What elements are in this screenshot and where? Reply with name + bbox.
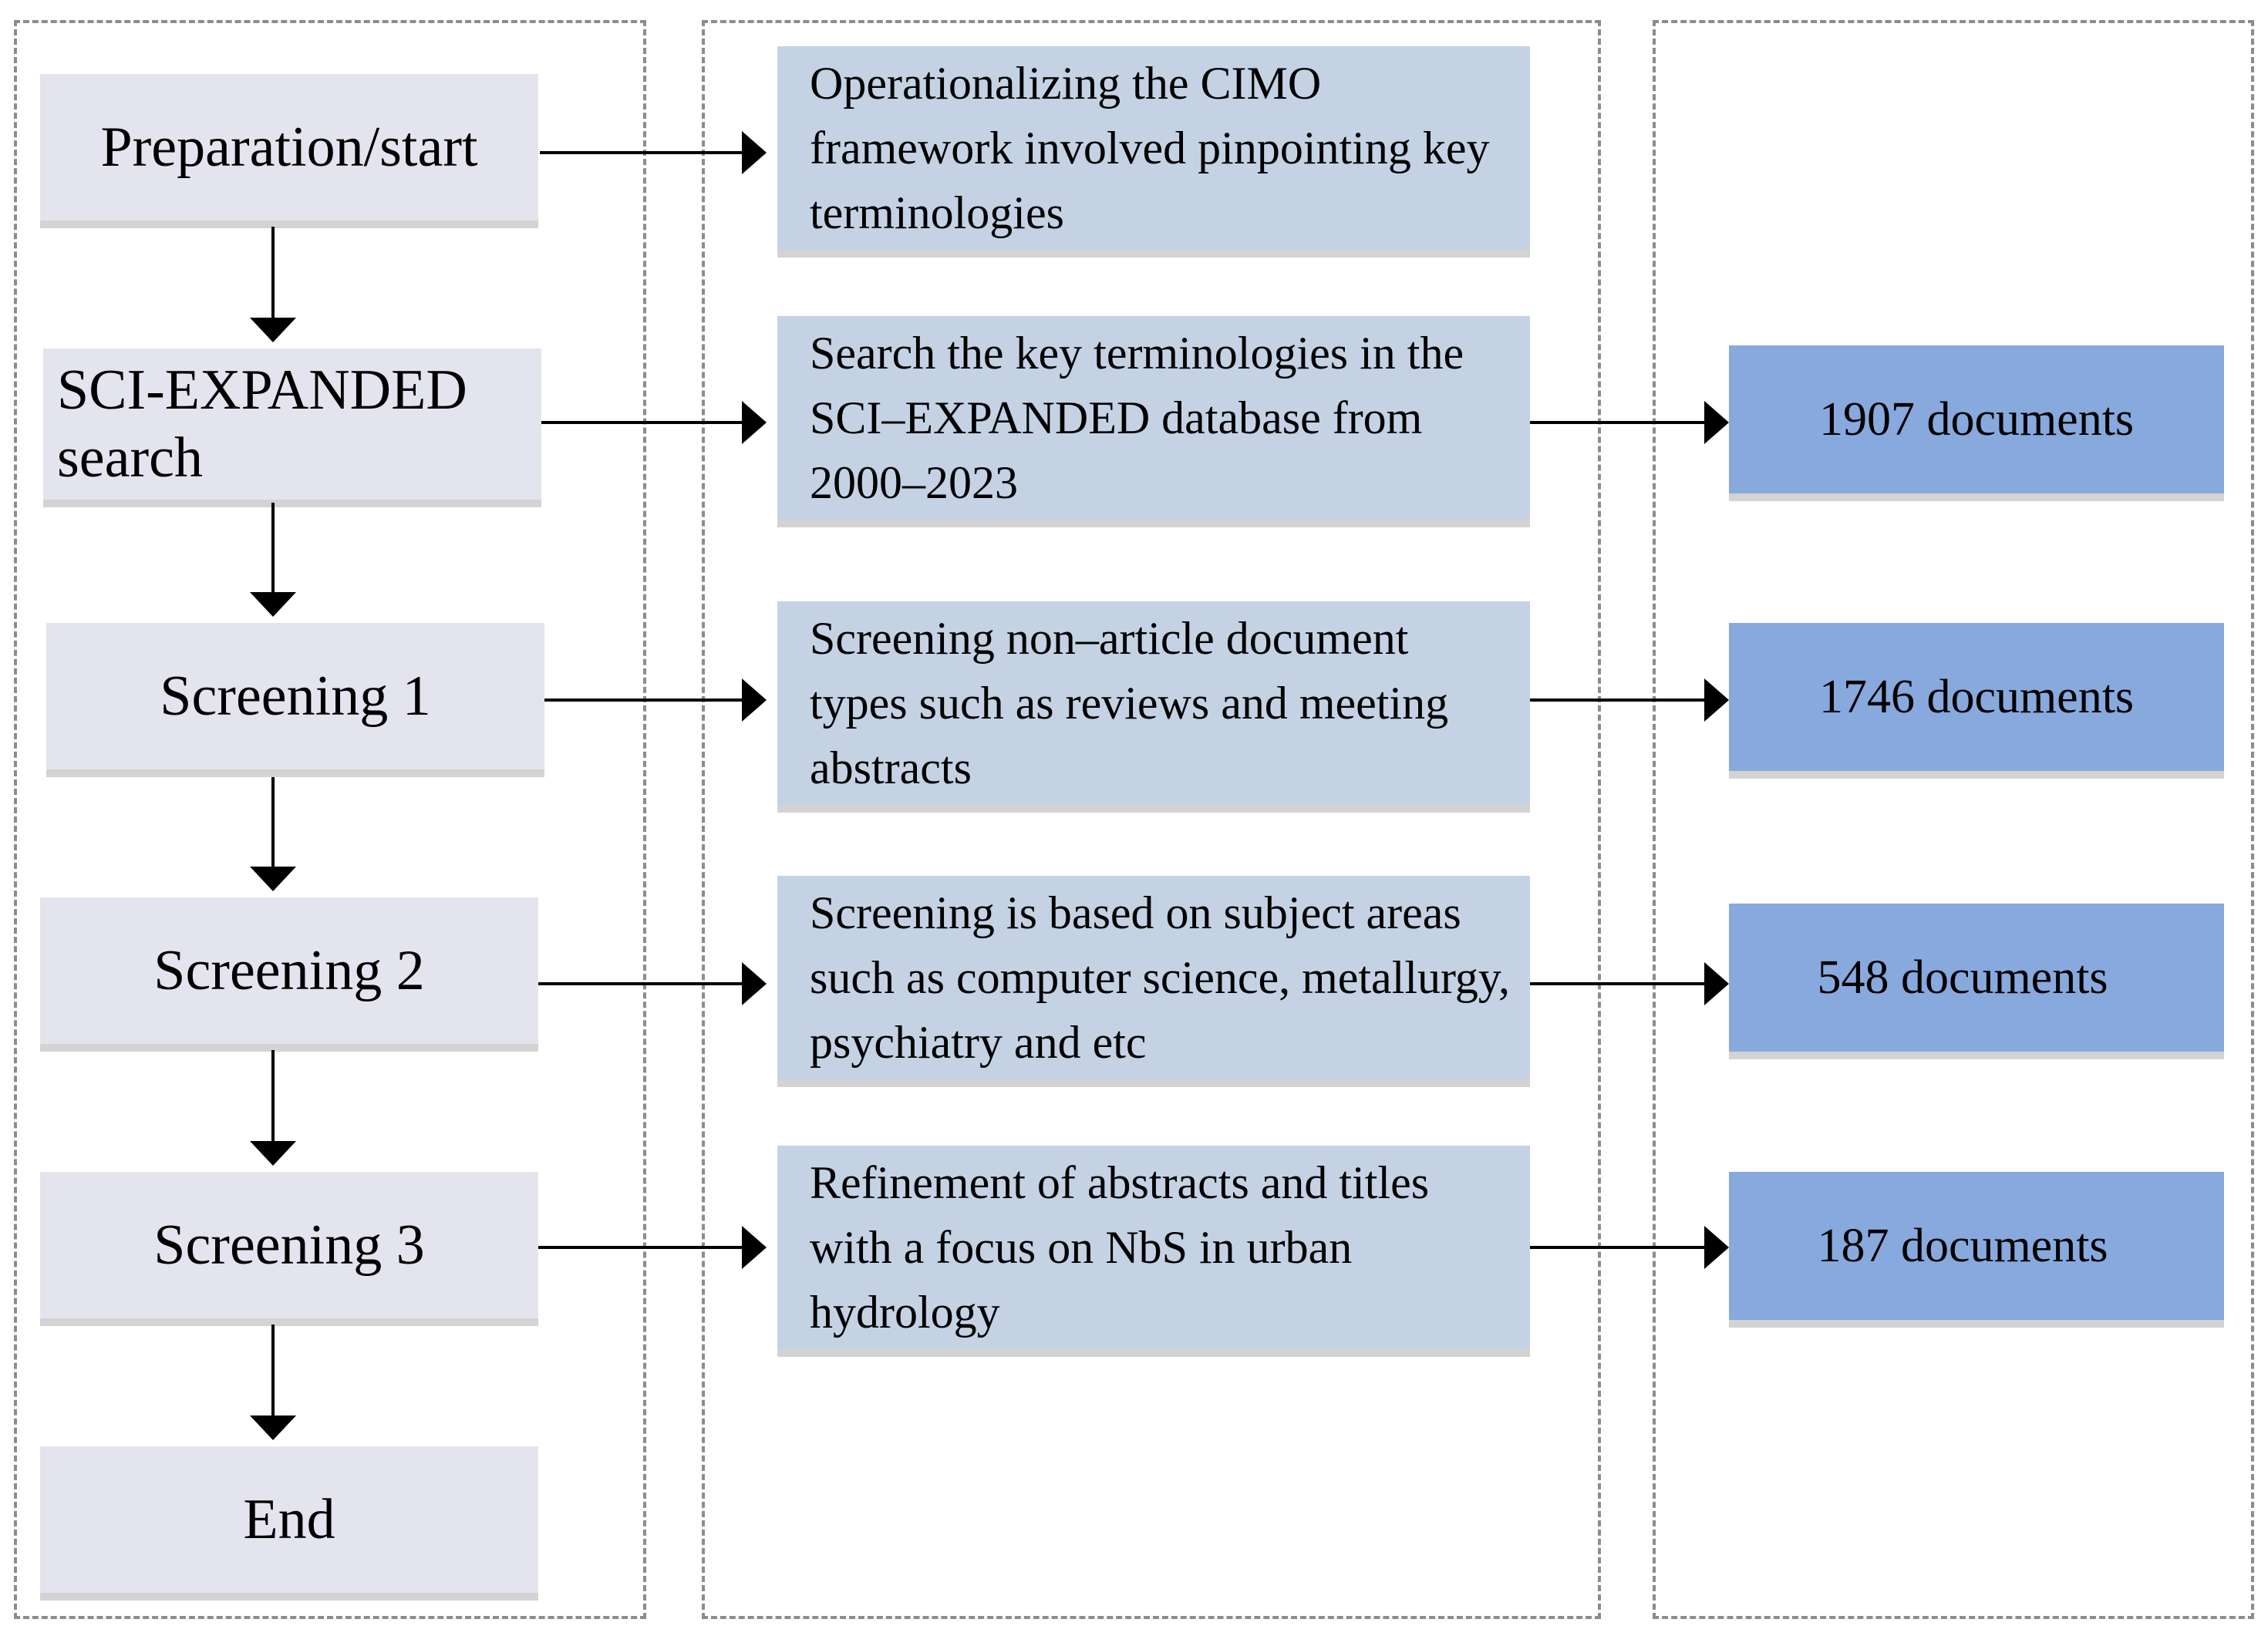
result-screening-1-count: 1746 documents [1729, 623, 2224, 771]
step-screening-1: Screening 1 [46, 623, 544, 769]
result-text: 548 documents [1817, 951, 2108, 1004]
result-text: 187 documents [1817, 1220, 2108, 1272]
step-sci-expanded-search: SCI-EXPANDED search [43, 348, 541, 500]
arrow-right-search-to-result [1530, 401, 1729, 444]
step-label: End [243, 1488, 335, 1551]
result-screening-3-count: 187 documents [1729, 1172, 2224, 1320]
arrow-right-screening-1-to-description [544, 678, 767, 722]
description-preparation: Operationalizing the CIMO framework invo… [777, 46, 1530, 250]
arrow-right-screening-3-to-description [538, 1226, 767, 1269]
arrow-right-screening-2-to-result [1530, 962, 1729, 1005]
arrow-down-screening-1-to-screening-2 [250, 777, 296, 891]
steps-panel [14, 20, 646, 1619]
arrow-down-screening-2-to-screening-3 [250, 1050, 296, 1166]
results-panel [1653, 20, 2254, 1619]
step-label: Screening 1 [160, 665, 431, 728]
arrow-right-screening-2-to-description [538, 962, 767, 1005]
arrow-right-screening-3-to-result [1530, 1226, 1729, 1269]
arrow-right-search-to-description [541, 401, 767, 444]
description-text: Search the key terminologies in the SCI–… [810, 328, 1464, 508]
step-end: End [40, 1446, 538, 1593]
arrow-down-search-to-screening-1 [250, 503, 296, 617]
step-screening-3: Screening 3 [40, 1172, 538, 1318]
description-text: Operationalizing the CIMO framework invo… [810, 58, 1490, 238]
arrow-down-screening-3-to-end [250, 1325, 296, 1440]
description-text: Screening non–article document types suc… [810, 613, 1449, 793]
step-label: SCI-EXPANDED search [57, 359, 467, 490]
step-label: Screening 2 [153, 939, 425, 1002]
description-search: Search the key terminologies in the SCI–… [777, 316, 1530, 520]
step-screening-2: Screening 2 [40, 897, 538, 1044]
step-preparation-start: Preparation/start [40, 74, 538, 220]
result-screening-2-count: 548 documents [1729, 904, 2224, 1052]
step-label: Preparation/start [100, 116, 478, 179]
step-label: Screening 3 [153, 1214, 425, 1277]
result-search-count: 1907 documents [1729, 345, 2224, 493]
arrow-right-preparation-to-description [540, 131, 767, 174]
descriptions-panel [702, 20, 1601, 1619]
result-text: 1907 documents [1818, 393, 2135, 446]
description-screening-2: Screening is based on subject areas such… [777, 876, 1530, 1079]
description-screening-1: Screening non–article document types suc… [777, 601, 1530, 805]
description-text: Screening is based on subject areas such… [810, 887, 1511, 1068]
description-text: Refinement of abstracts and titles with … [810, 1157, 1430, 1338]
description-screening-3: Refinement of abstracts and titles with … [777, 1146, 1530, 1349]
arrow-down-preparation-to-search [250, 227, 296, 342]
arrow-right-screening-1-to-result [1530, 678, 1729, 722]
result-text: 1746 documents [1818, 671, 2135, 723]
